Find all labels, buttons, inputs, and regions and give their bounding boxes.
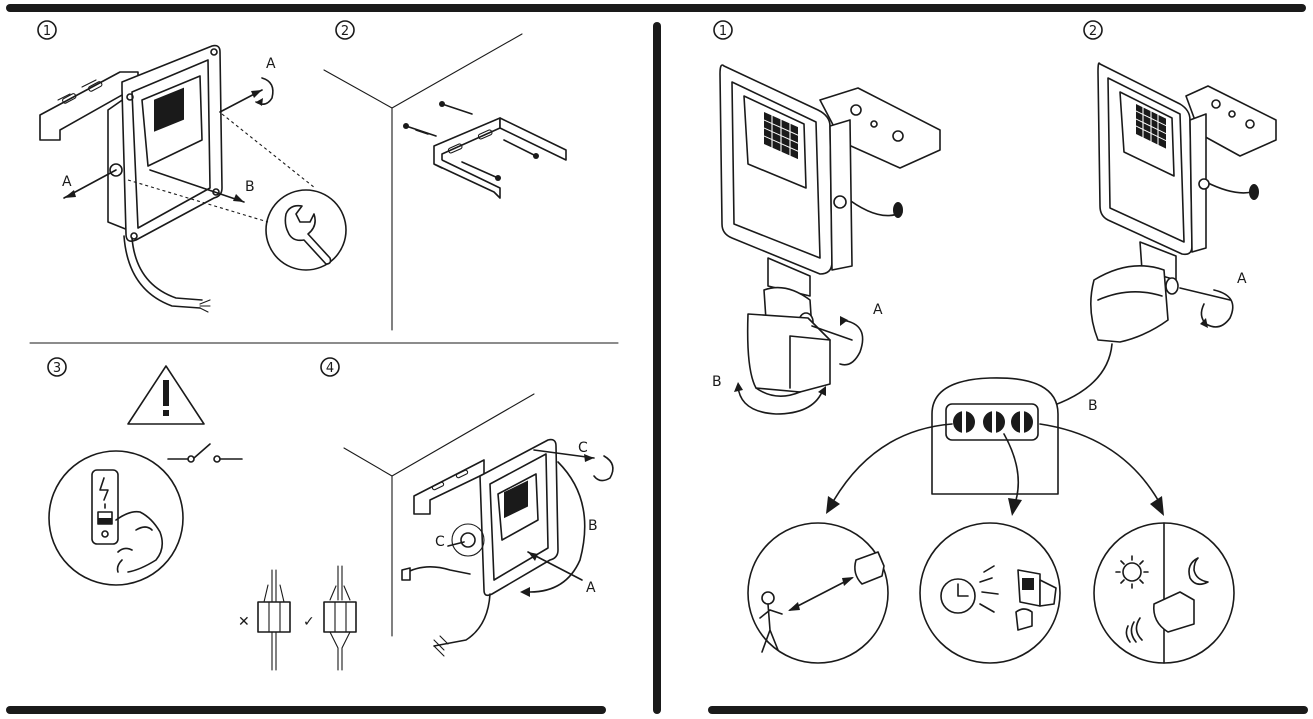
step-marker-right-1: 1: [713, 20, 733, 40]
floodlight-step1-illustration: A B A: [39, 44, 347, 313]
moon-icon: [1188, 557, 1209, 586]
floodlight-step4-illustration: C B A C: [343, 393, 614, 657]
svg-text:1: 1: [43, 24, 51, 39]
top-bar: [6, 4, 1306, 12]
clock-icon: [940, 578, 976, 614]
svg-text:B: B: [588, 518, 598, 534]
svg-text:A: A: [266, 56, 276, 72]
knob-right-icon: [1011, 410, 1033, 434]
svg-text:1: 1: [719, 24, 727, 39]
step-marker-left-1: 1: [37, 20, 57, 40]
day-night-circle: [1093, 522, 1235, 664]
timer-circle: [919, 522, 1061, 664]
step-marker-left-3: 3: [47, 357, 67, 377]
warning-step3-illustration: [48, 365, 243, 586]
svg-text:C: C: [578, 440, 588, 456]
step-marker-left-4: 4: [320, 357, 340, 377]
svg-text:A: A: [1237, 271, 1247, 287]
knob-middle-icon: [983, 410, 1005, 434]
svg-text:B: B: [245, 179, 255, 195]
svg-text:4: 4: [326, 361, 334, 376]
svg-text:2: 2: [1089, 24, 1097, 39]
svg-text:B: B: [712, 374, 722, 390]
svg-text:A: A: [62, 174, 72, 190]
wiring-terminals-illustration: ✕ ✓: [238, 565, 357, 671]
knob-left-icon: [953, 410, 975, 434]
floodlight-sensor-right2-illustration: A B: [1042, 62, 1277, 414]
detection-range-circle: [747, 522, 889, 664]
step-marker-right-2: 2: [1083, 20, 1103, 40]
svg-text:A: A: [586, 580, 596, 596]
svg-text:B: B: [1088, 398, 1098, 414]
sensor-control-box: [931, 377, 1059, 495]
wall-mount-step2-illustration: [323, 33, 567, 331]
bottom-bar-right: [708, 706, 1308, 714]
center-divider: [653, 22, 661, 714]
svg-text:C: C: [435, 534, 445, 550]
control-arrows: [826, 423, 1164, 516]
sun-icon: [1115, 555, 1149, 589]
bottom-bar-left: [6, 706, 606, 714]
wrong-mark: ✕: [238, 614, 250, 630]
svg-text:A: A: [873, 302, 883, 318]
svg-text:2: 2: [341, 24, 349, 39]
step-marker-left-2: 2: [335, 20, 355, 40]
floodlight-sensor-right1-illustration: A B: [712, 64, 941, 415]
svg-text:3: 3: [53, 361, 61, 376]
right-mark: ✓: [303, 614, 315, 630]
